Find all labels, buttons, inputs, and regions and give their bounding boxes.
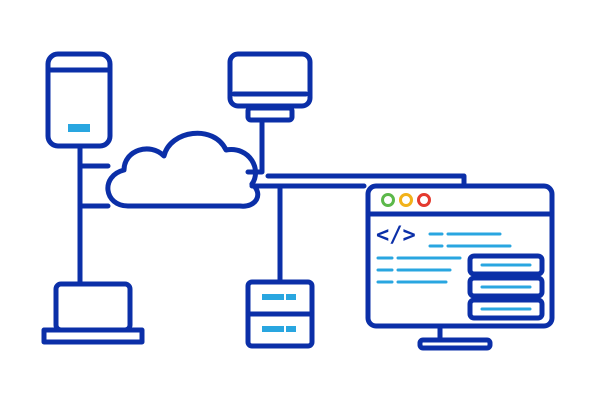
- mobile-phone-icon: [45, 51, 113, 149]
- code-tag-text: </>: [376, 223, 416, 248]
- window-dot-red-icon: [417, 193, 431, 207]
- code-window-icon: </>: [365, 183, 555, 351]
- link-code-window: [265, 173, 467, 189]
- link-monitor-cloud: [245, 117, 265, 175]
- window-dot-green-icon: [381, 193, 395, 207]
- database-stack-icon: [467, 253, 545, 321]
- desktop-monitor-icon: [227, 51, 313, 123]
- window-dot-yellow-icon: [399, 193, 413, 207]
- connection-lines: [77, 117, 467, 285]
- cloud-icon: [105, 130, 261, 209]
- link-cloud-left-bus: [77, 163, 111, 209]
- link-phone-cloud: [77, 143, 111, 169]
- server-tower-icon: [245, 279, 315, 349]
- code-lines: [376, 232, 512, 284]
- laptop-icon: [41, 281, 145, 345]
